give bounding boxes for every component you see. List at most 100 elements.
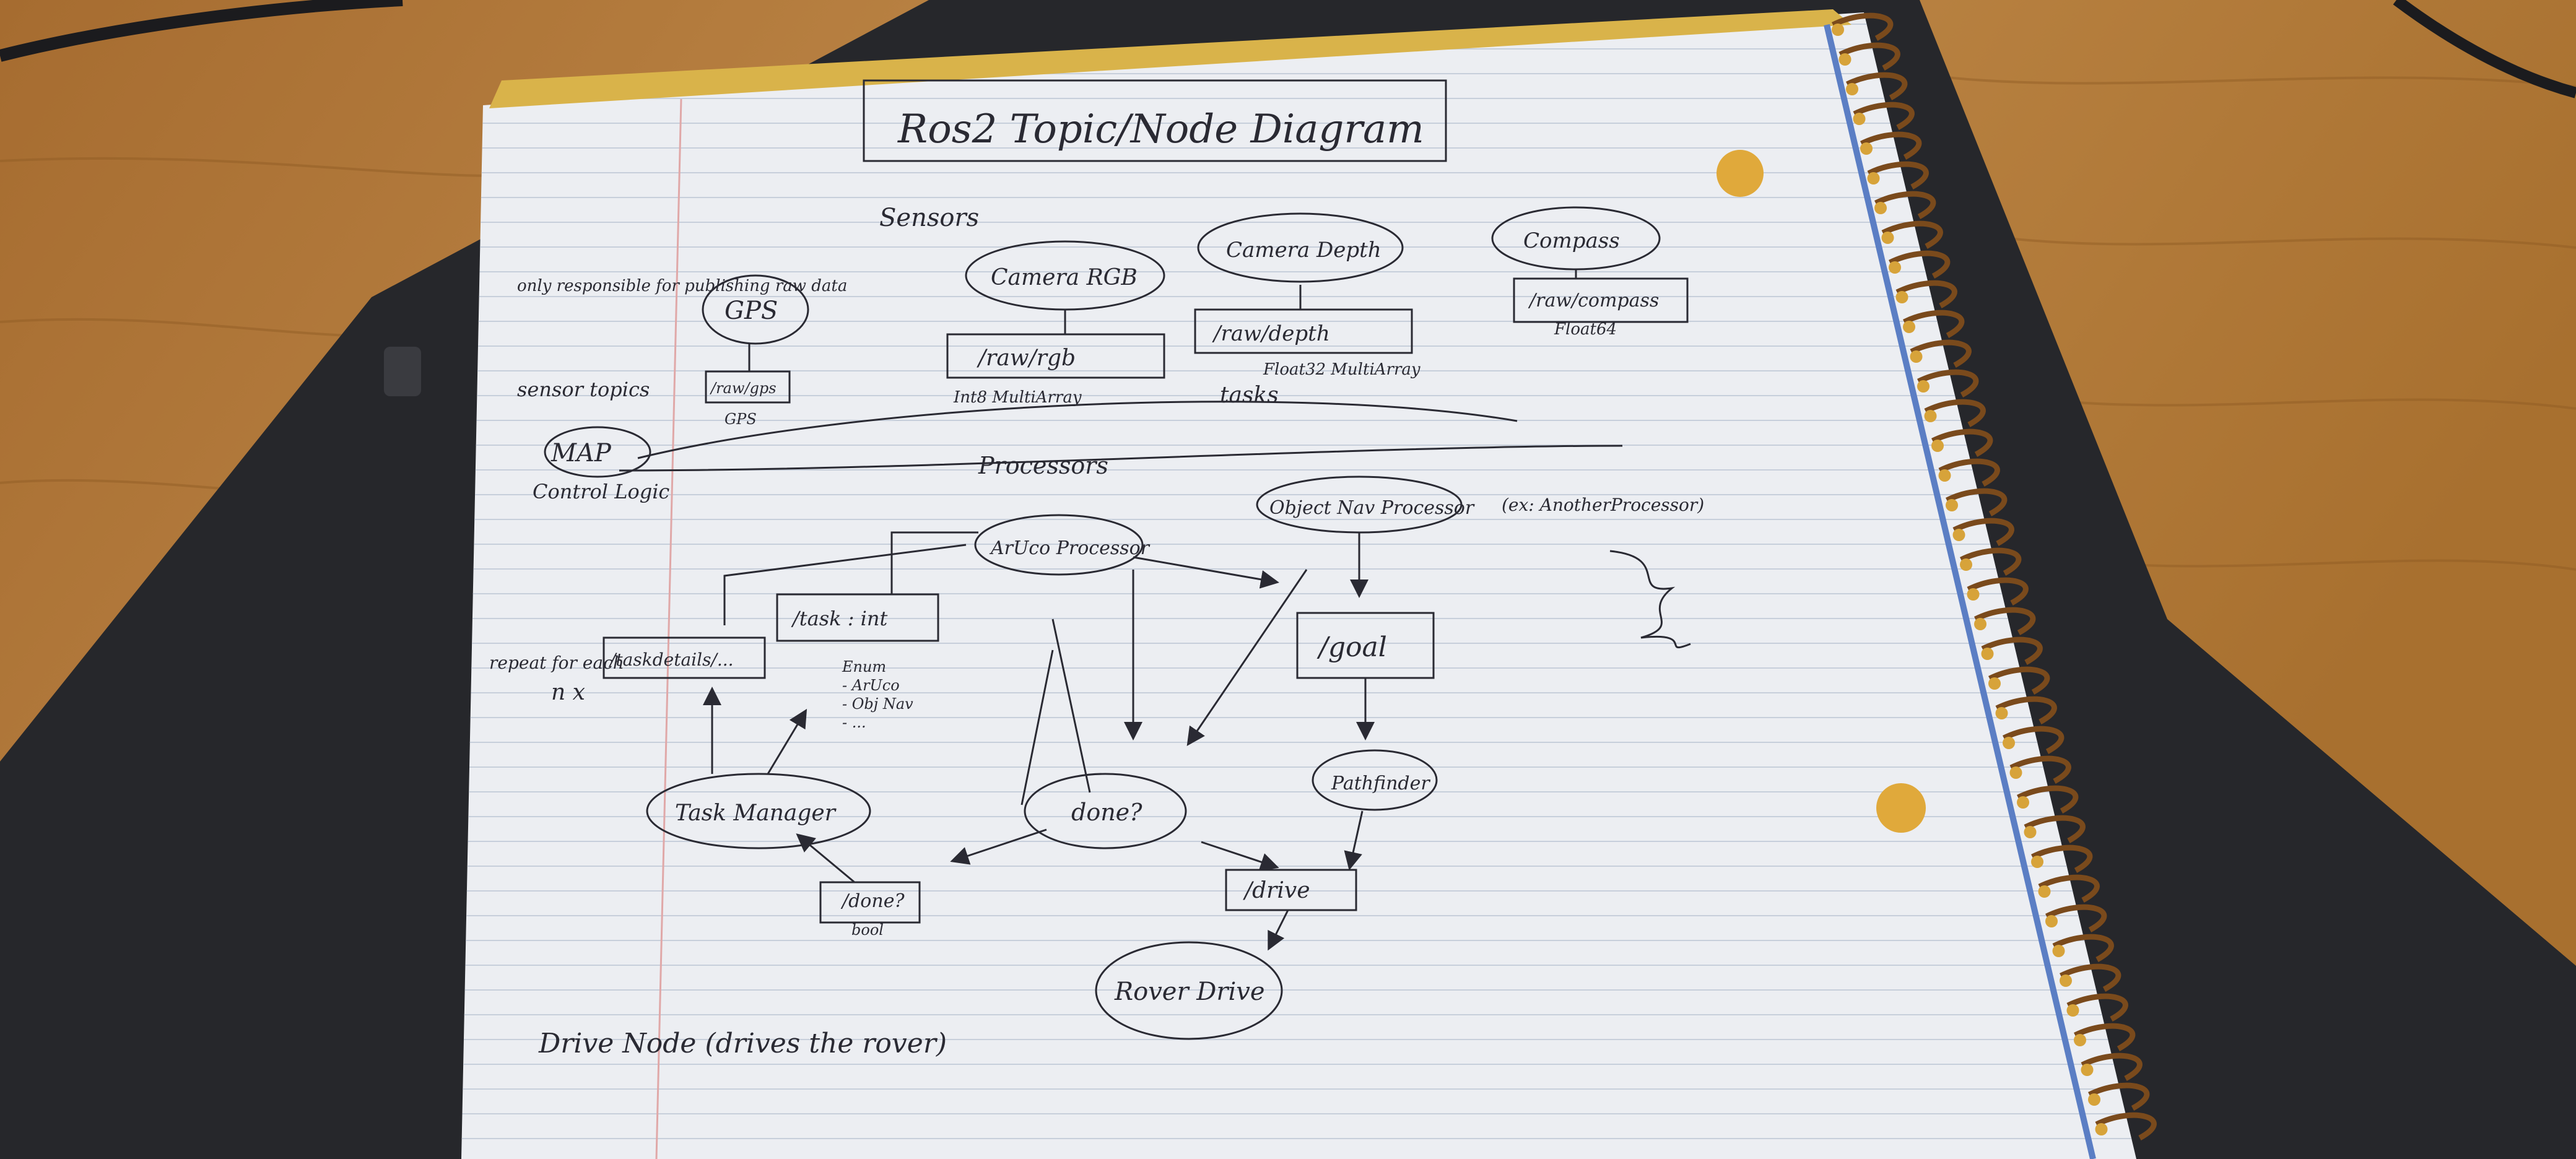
camera-rgb-label: Camera RGB	[991, 265, 1138, 290]
drive-node-label: Drive Node (drives the rover)	[538, 1028, 947, 1059]
spiral-hole	[1938, 469, 1951, 482]
task-topic	[776, 593, 939, 642]
spiral-hole	[2003, 737, 2015, 749]
spiral-hole	[1988, 677, 2001, 690]
spiral-coil	[1910, 339, 1972, 368]
spiral-coil	[2002, 726, 2065, 754]
done-topic-type: bool	[851, 921, 884, 939]
spiral-coil	[1973, 607, 2036, 635]
spiral-hole	[2052, 945, 2065, 957]
pathfinder-label: Pathfinder	[1331, 773, 1430, 794]
rover-drive-node	[1095, 941, 1283, 1040]
punch-hole	[1717, 150, 1764, 197]
spiral-coil	[1945, 488, 2008, 516]
spiral-hole	[1917, 380, 1930, 393]
scribble	[1609, 550, 1691, 649]
camera-depth-node	[1197, 212, 1404, 283]
spiral-hole	[2009, 766, 2022, 779]
raw-compass-type: Float64	[1554, 320, 1617, 339]
spiral-coil	[1938, 458, 2000, 487]
task-manager-node	[646, 773, 871, 849]
spiral-hole	[1931, 440, 1944, 452]
spiral-hole	[2031, 856, 2043, 868]
spiral-hole	[1946, 499, 1958, 511]
drive-topic-label: /drive	[1243, 878, 1310, 903]
task-details-topic	[603, 636, 766, 679]
task-enum: Enum	[842, 658, 886, 675]
spiral-hole	[1952, 529, 1965, 541]
spiral-coil	[1952, 518, 2014, 546]
spiral-hole	[1903, 321, 1915, 333]
goal-label: /goal	[1316, 632, 1387, 663]
gps-node	[702, 274, 809, 345]
arrow	[950, 828, 1047, 865]
spiral-coil	[2066, 993, 2128, 1022]
spiral-coil	[1831, 12, 1894, 41]
task-details-label: /taskdetails/...	[608, 649, 734, 670]
spiral-coil	[1902, 310, 1965, 338]
raw-compass-topic	[1513, 277, 1689, 323]
processors-label: Processors	[978, 452, 1108, 479]
spiral-hole	[1910, 350, 1923, 363]
spiral-coil	[2024, 815, 2086, 843]
other-processor-label: (ex: AnotherProcessor)	[1502, 495, 1704, 515]
spiral-hole	[1995, 707, 2008, 719]
spiral-coil	[2059, 963, 2121, 992]
drive-topic	[1225, 869, 1357, 911]
task-enum-3: - ...	[842, 714, 866, 731]
spiral-coil	[1860, 131, 1922, 160]
arrow	[1133, 556, 1279, 589]
spiral-coil	[2052, 934, 2114, 962]
page-title: Ros2 Topic/Node Diagram	[897, 106, 1424, 152]
spiral-coil	[2009, 755, 2071, 784]
scribble	[1020, 619, 1091, 805]
spiral-binding	[1831, 12, 2157, 1140]
spiral-hole	[2095, 1123, 2108, 1135]
spiral-hole	[2017, 796, 2029, 809]
sketch-line	[637, 401, 1518, 459]
raw-gps-type: GPS	[724, 410, 757, 428]
arrow	[1268, 909, 1289, 951]
arrow	[767, 708, 807, 775]
raw-depth-label: /raw/depth	[1212, 321, 1330, 346]
spiral-hole	[1846, 83, 1858, 95]
rover-drive-label: Rover Drive	[1114, 978, 1265, 1006]
task-enum-2: - Obj Nav	[842, 695, 913, 713]
spiral-coil	[1838, 42, 1900, 71]
spiral-hole	[2045, 915, 2058, 927]
done-topic-label: /done?	[840, 890, 905, 912]
map-node	[544, 426, 651, 478]
aruco-processor-label: ArUco Processor	[989, 537, 1151, 559]
spiral-coil	[2073, 1023, 2136, 1051]
spiral-hole	[1974, 618, 1986, 630]
spiral-coil	[1888, 250, 1951, 279]
aruco-processor-node	[974, 514, 1144, 576]
spiral-hole	[2038, 885, 2051, 898]
spiral-coil	[1967, 577, 2029, 606]
cable	[0, 0, 403, 62]
spiral-hole	[1860, 142, 1873, 155]
spiral-hole	[2066, 1004, 2079, 1017]
raw-compass-label: /raw/compass	[1528, 290, 1659, 311]
sketch-line	[890, 531, 978, 594]
spiral-coil	[2045, 904, 2107, 932]
repeat-note: repeat for each	[489, 653, 624, 673]
spiral-coil	[2095, 1112, 2157, 1140]
only-responsible-note: only responsible for publishing raw data	[517, 277, 847, 295]
object-nav-label: Object Nav Processor	[1269, 497, 1475, 519]
spiral-hole	[1838, 53, 1852, 66]
camera-depth-label: Camera Depth	[1226, 238, 1382, 263]
spiral-hole	[2060, 975, 2072, 987]
raw-gps-topic	[705, 370, 791, 404]
raw-rgb-label: /raw/rgb	[977, 345, 1076, 371]
task-manager-label: Task Manager	[675, 801, 837, 826]
raw-rgb-type: Int8 MultiArray	[953, 388, 1082, 407]
margin-line	[655, 98, 682, 1159]
ruled-lines	[461, 12, 2136, 1159]
sensor-topics-label: sensor topics	[517, 378, 650, 401]
done-node	[1024, 773, 1187, 849]
spiral-hole	[1881, 232, 1894, 244]
tasks-label: tasks	[1220, 383, 1279, 408]
spiral-coil	[1981, 636, 2043, 665]
